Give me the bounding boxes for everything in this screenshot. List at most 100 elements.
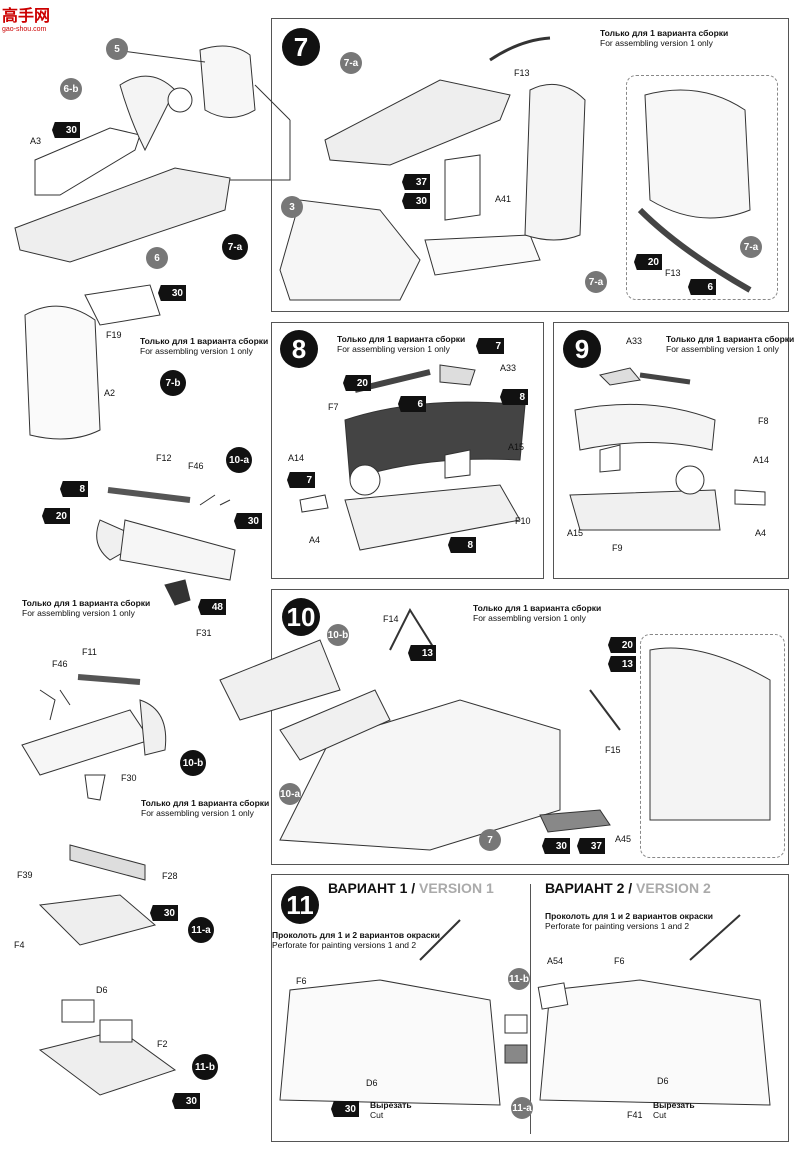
- part-label-f9: F9: [612, 543, 623, 553]
- part-label-f6: F6: [296, 976, 307, 986]
- part-label-f12: F12: [156, 453, 172, 463]
- note-ru: Только для 1 варианта сборки: [473, 603, 602, 613]
- part-label-f7: F7: [328, 402, 339, 412]
- variant-2-ru: ВАРИАНТ 2 /: [545, 880, 633, 896]
- step-11-divider: [530, 884, 531, 1134]
- note-en: For assembling version 1 only: [337, 344, 450, 354]
- part-label-f30: F30: [121, 773, 137, 783]
- part-label-f46: F46: [188, 461, 204, 471]
- version-note-f31: Только для 1 варианта сборки For assembl…: [22, 598, 150, 618]
- version-note-step9: Только для 1 варианта сборки For assembl…: [666, 334, 794, 354]
- part-6-marker: 6: [146, 247, 168, 269]
- part-7a-marker-top: 7-a: [340, 52, 362, 74]
- version-note-f13: Только для 1 варианта сборки For assembl…: [600, 28, 728, 48]
- paint-callout-30: 30: [52, 122, 80, 138]
- badge-11b: 11-b: [192, 1054, 218, 1080]
- badge-11a: 11-a: [188, 917, 214, 943]
- cut-note-v2: Вырезать Cut: [653, 1100, 695, 1120]
- step-number-11: 11: [281, 886, 319, 924]
- part-label-d6: D6: [366, 1078, 378, 1088]
- part-11b-marker: 11-b: [508, 968, 530, 990]
- version-note-step10: Только для 1 варианта сборки For assembl…: [473, 603, 601, 623]
- part-10a-marker: 10-a: [279, 783, 301, 805]
- paint-callout-6: 6: [688, 279, 716, 295]
- part-label-d6: D6: [96, 985, 108, 995]
- part-label-a2: A2: [104, 388, 116, 398]
- paint-callout-13: 13: [408, 645, 436, 661]
- note-ru: Вырезать: [653, 1100, 695, 1110]
- part-label-f13: F13: [665, 268, 681, 278]
- note-en: For assembling version 1 only: [600, 38, 713, 48]
- step-7-detail-box: [626, 75, 778, 300]
- part-11a-marker: 11-a: [511, 1097, 533, 1119]
- part-label-f8: F8: [758, 416, 769, 426]
- note-en: For assembling version 1 only: [473, 613, 586, 623]
- note-ru: Проколоть для 1 и 2 вариантов окраски: [545, 911, 714, 921]
- paint-callout-20: 20: [634, 254, 662, 270]
- note-ru: Только для 1 варианта сборки: [22, 598, 151, 608]
- variant-1-en: VERSION 1: [419, 880, 494, 896]
- part-label-f13: F13: [514, 68, 530, 78]
- note-en: For assembling version 1 only: [140, 346, 253, 356]
- paint-callout-30: 30: [542, 838, 570, 854]
- variant-2-heading: ВАРИАНТ 2 / VERSION 2: [545, 880, 711, 896]
- note-en: For assembling version 1 only: [666, 344, 779, 354]
- note-ru: Вырезать: [370, 1100, 412, 1110]
- part-label-f6: F6: [614, 956, 625, 966]
- part-5-marker: 5: [106, 38, 128, 60]
- part-label-a15: A15: [567, 528, 584, 538]
- badge-10a: 10-a: [226, 447, 252, 473]
- note-en: Perforate for painting versions 1 and 2: [272, 940, 417, 950]
- part-label-a14: A14: [288, 453, 305, 463]
- part-label-f4: F4: [14, 940, 25, 950]
- part-label-a3: A3: [30, 136, 42, 146]
- paint-callout-48: 48: [198, 599, 226, 615]
- note-en: Perforate for painting versions 1 and 2: [545, 921, 690, 931]
- badge-7b: 7-b: [160, 370, 186, 396]
- part-label-a15: A15: [508, 442, 525, 452]
- paint-callout-20: 20: [42, 508, 70, 524]
- paint-callout-30: 30: [234, 513, 262, 529]
- site-logo: 高手网 gao-shou.com: [2, 2, 68, 36]
- step-number-9: 9: [563, 330, 601, 368]
- paint-callout-37: 37: [402, 174, 430, 190]
- part-label-f2: F2: [157, 1039, 168, 1049]
- part-label-f41: F41: [627, 1110, 643, 1120]
- part-label-f39: F39: [17, 870, 33, 880]
- paint-callout-7: 7: [476, 338, 504, 354]
- part-label-f14: F14: [383, 614, 399, 624]
- paint-callout-20: 20: [343, 375, 371, 391]
- note-en: Cut: [370, 1110, 384, 1120]
- part-label-f11: F11: [82, 647, 97, 657]
- badge-7a: 7-a: [222, 234, 248, 260]
- part-7a-marker-detail: 7-a: [740, 236, 762, 258]
- paint-callout-20: 20: [608, 637, 636, 653]
- badge-10b: 10-b: [180, 750, 206, 776]
- paint-callout-8: 8: [60, 481, 88, 497]
- logo-subtext: gao-shou.com: [2, 26, 47, 33]
- note-en: For assembling version 1 only: [22, 608, 135, 618]
- note-ru: Проколоть для 1 и 2 вариантов окраски: [272, 930, 441, 940]
- paint-callout-30: 30: [402, 193, 430, 209]
- paint-callout-6: 6: [398, 396, 426, 412]
- part-label-a33: A33: [500, 363, 517, 373]
- part-label-f19: F19: [106, 330, 122, 340]
- variant-1-heading: ВАРИАНТ 1 / VERSION 1: [328, 880, 494, 896]
- note-ru: Только для 1 варианта сборки: [337, 334, 466, 344]
- part-label-a45: A45: [615, 834, 632, 844]
- perforate-note-v1: Проколоть для 1 и 2 вариантов окраски Pe…: [272, 930, 440, 950]
- part-10b-marker: 10-b: [327, 624, 349, 646]
- cut-note-v1: Вырезать Cut: [370, 1100, 412, 1120]
- perforate-note-v2: Проколоть для 1 и 2 вариантов окраски Pe…: [545, 911, 713, 931]
- version-note-step8: Только для 1 варианта сборки For assembl…: [337, 334, 465, 354]
- paint-callout-7: 7: [287, 472, 315, 488]
- variant-2-en: VERSION 2: [636, 880, 711, 896]
- note-ru: Только для 1 варианта сборки: [140, 336, 269, 346]
- part-7a-marker-right: 7-a: [585, 271, 607, 293]
- part-label-f10: F10: [515, 516, 531, 526]
- step-10-detail-box: [640, 634, 785, 858]
- paint-callout-30: 30: [331, 1101, 359, 1117]
- part-label-a4: A4: [309, 535, 321, 545]
- part-3-marker: 3: [281, 196, 303, 218]
- part-label-a4: A4: [755, 528, 767, 538]
